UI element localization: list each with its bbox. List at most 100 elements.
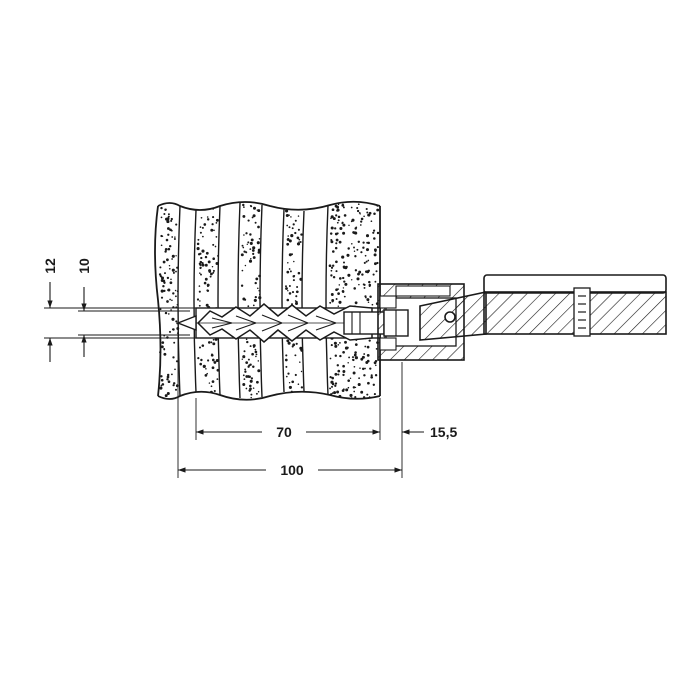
speckle-dot xyxy=(251,216,254,219)
speckle-dot xyxy=(296,285,299,289)
speckle-dot xyxy=(366,211,369,214)
speckle-dot xyxy=(163,289,166,293)
speckle-dot xyxy=(342,261,346,264)
speckle-dot xyxy=(351,356,355,359)
speckle-dot xyxy=(341,389,345,392)
speckle-dot xyxy=(175,270,177,273)
speckle-dot xyxy=(287,341,291,345)
speckle-dot xyxy=(348,356,351,359)
speckle-dot xyxy=(330,215,334,219)
speckle-dot xyxy=(341,204,345,207)
speckle-dot xyxy=(376,246,379,249)
speckle-dot xyxy=(249,363,252,366)
speckle-dot xyxy=(342,350,345,354)
speckle-dot xyxy=(370,374,373,377)
speckle-dot xyxy=(291,380,295,384)
speckle-dot xyxy=(250,258,252,260)
glass-panel xyxy=(483,274,667,337)
speckle-dot xyxy=(255,392,258,395)
speckle-dot xyxy=(212,269,215,272)
speckle-dot xyxy=(342,276,345,280)
speckle-dot xyxy=(368,339,371,342)
speckle-dot xyxy=(171,268,175,272)
speckle-dot xyxy=(336,364,339,367)
speckle-dot xyxy=(171,317,175,321)
speckle-dot xyxy=(204,263,208,267)
speckle-dot xyxy=(288,292,292,295)
speckle-dot xyxy=(361,273,364,276)
speckle-dot xyxy=(291,345,294,348)
speckle-dot xyxy=(353,354,357,357)
speckle-dot xyxy=(159,308,162,311)
speckle-dot xyxy=(257,287,259,290)
speckle-dot xyxy=(346,253,350,257)
speckle-dot xyxy=(347,273,351,277)
speckle-dot xyxy=(287,289,289,292)
speckle-dot xyxy=(363,215,365,218)
speckle-dot xyxy=(353,246,355,249)
speckle-dot xyxy=(292,223,295,226)
speckle-dot xyxy=(254,350,258,354)
speckle-dot xyxy=(171,236,174,238)
speckle-dot xyxy=(160,276,165,280)
speckle-dot xyxy=(204,374,208,377)
speckle-dot xyxy=(244,264,247,267)
speckle-dot xyxy=(199,252,202,255)
speckle-dot xyxy=(210,385,213,388)
speckle-dot xyxy=(253,298,257,302)
speckle-dot xyxy=(166,219,170,224)
speckle-dot xyxy=(201,226,204,229)
speckle-dot xyxy=(171,328,174,331)
speckle-dot xyxy=(295,290,299,294)
speckle-dot xyxy=(297,228,300,231)
speckle-dot xyxy=(366,298,370,302)
speckle-dot xyxy=(334,354,337,357)
speckle-dot xyxy=(170,278,172,281)
speckle-dot xyxy=(159,386,163,390)
speckle-dot xyxy=(296,242,301,246)
speckle-dot xyxy=(290,253,294,256)
speckle-dot xyxy=(358,211,361,214)
speckle-dot xyxy=(246,340,249,344)
speckle-dot xyxy=(160,244,163,247)
speckle-dot xyxy=(245,375,249,378)
speckle-dot xyxy=(285,375,288,378)
speckle-dot xyxy=(242,246,245,249)
speckle-dot xyxy=(175,255,177,257)
speckle-dot xyxy=(196,247,200,251)
speckle-dot xyxy=(242,297,246,301)
speckle-dot xyxy=(245,361,249,364)
speckle-dot xyxy=(357,382,361,387)
speckle-dot xyxy=(332,275,336,279)
speckle-dot xyxy=(204,277,208,281)
speckle-dot xyxy=(360,220,363,223)
speckle-dot xyxy=(300,233,303,236)
speckle-dot xyxy=(212,257,215,261)
speckle-dot xyxy=(300,370,303,373)
speckle-dot xyxy=(354,351,357,354)
speckle-dot xyxy=(330,240,334,244)
speckle-dot xyxy=(163,348,166,350)
speckle-dot xyxy=(174,289,177,292)
speckle-dot xyxy=(291,227,294,230)
speckle-dot xyxy=(356,209,360,213)
speckle-dot xyxy=(366,241,369,244)
speckle-dot xyxy=(200,216,203,219)
speckle-dot xyxy=(196,298,200,301)
speckle-dot xyxy=(339,342,341,344)
speckle-dot xyxy=(211,265,214,268)
speckle-dot xyxy=(359,224,362,226)
speckle-dot xyxy=(369,295,372,298)
speckle-dot xyxy=(252,214,256,218)
speckle-dot xyxy=(330,266,334,269)
speckle-dot xyxy=(347,362,349,364)
speckle-dot xyxy=(255,277,259,281)
speckle-dot xyxy=(215,222,218,224)
speckle-dot xyxy=(199,226,202,228)
speckle-dot xyxy=(342,287,345,289)
speckle-dot xyxy=(205,368,207,370)
speckle-dot xyxy=(352,386,356,389)
speckle-dot xyxy=(160,289,164,293)
speckle-dot xyxy=(160,378,164,382)
speckle-dot xyxy=(346,346,349,349)
